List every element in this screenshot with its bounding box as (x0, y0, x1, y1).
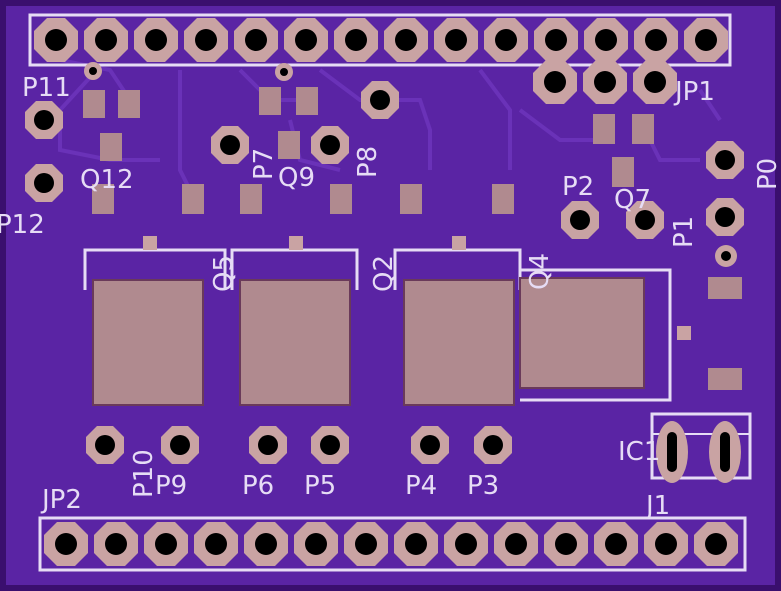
label-j1: J1 (644, 491, 670, 521)
label-ic1: IC1 (618, 437, 660, 467)
label-p9: P9 (155, 471, 187, 501)
label-q4: Q4 (525, 253, 555, 290)
label-p10: P10 (129, 449, 159, 498)
label-q5: Q5 (209, 255, 239, 292)
label-q9: Q9 (278, 163, 315, 193)
transistor-tabs (143, 236, 691, 340)
transistor-pads (92, 277, 645, 406)
label-jp1: JP1 (673, 77, 715, 107)
label-p0: P0 (753, 158, 781, 190)
vias (84, 62, 737, 267)
label-p12: P12 (0, 210, 45, 240)
header-jp1 (28, 13, 732, 67)
label-q12: Q12 (80, 165, 134, 195)
label-q7: Q7 (614, 185, 651, 215)
label-p6: P6 (242, 471, 274, 501)
label-p8: P8 (353, 146, 383, 178)
j1-connector (650, 412, 752, 483)
smd-pads (83, 87, 742, 390)
label-p2: P2 (562, 172, 594, 202)
label-p1: P1 (669, 216, 699, 248)
label-p5: P5 (304, 471, 336, 501)
label-q2: Q2 (369, 255, 399, 292)
label-p4: P4 (405, 471, 437, 501)
label-p7: P7 (249, 148, 279, 180)
jp1-pads (533, 60, 677, 104)
label-p11: P11 (22, 73, 71, 103)
header-jp2 (38, 516, 747, 572)
silkscreen-labels: P11 P12 Q12 Q9 P7 P8 JP1 P2 Q7 P1 P0 Q5 … (0, 73, 781, 521)
label-p3: P3 (467, 471, 499, 501)
label-jp2: JP2 (40, 485, 82, 515)
